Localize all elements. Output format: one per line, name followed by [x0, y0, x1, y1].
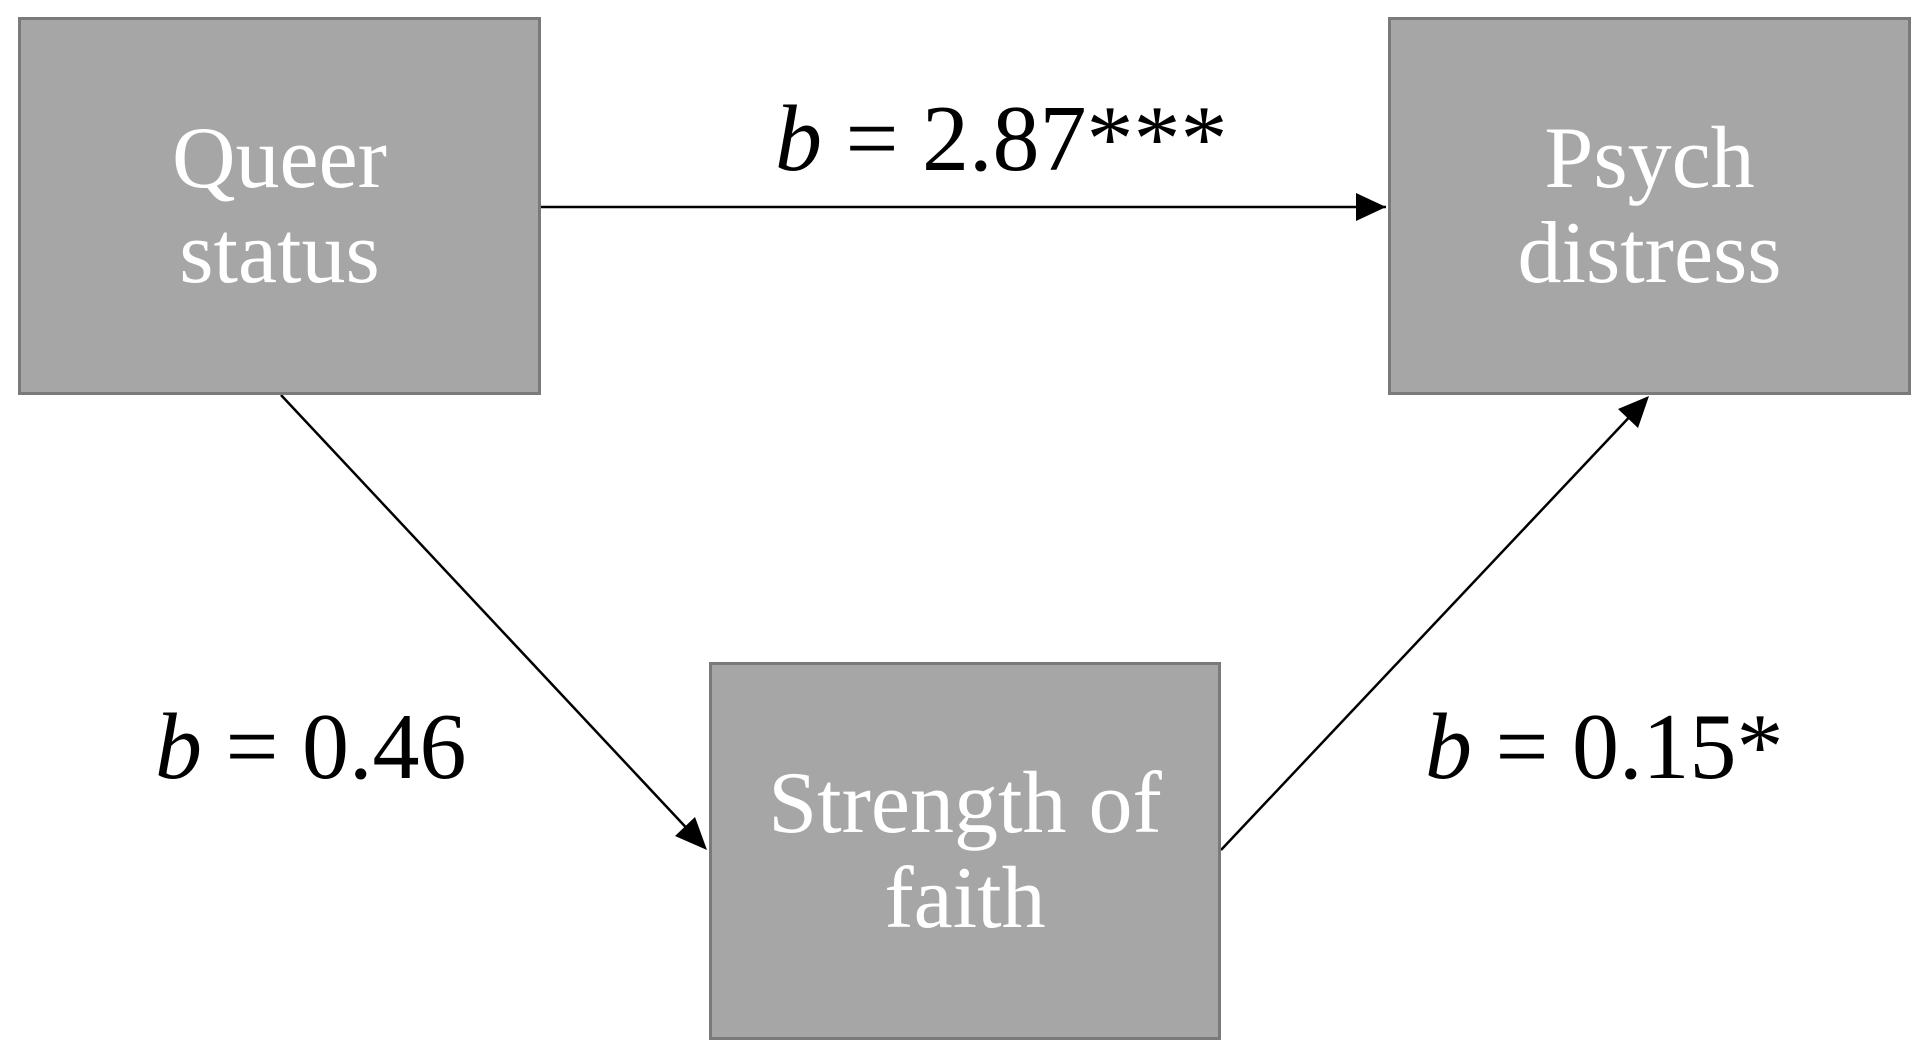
path-label-b-symbol: b	[1425, 695, 1472, 799]
arrowhead-queer-to-faith	[675, 817, 707, 850]
node-queer-status: Queer status	[18, 17, 541, 395]
path-label-b-value: = 0.15*	[1472, 695, 1784, 799]
path-label-direct-symbol: b	[775, 87, 822, 191]
node-psych-distress-line1: Psych	[1544, 109, 1755, 207]
node-queer-status-line2: status	[179, 205, 380, 302]
arrowhead-faith-to-psych	[1618, 396, 1649, 428]
path-label-direct: b = 2.87***	[775, 92, 1228, 186]
node-queer-status-label: Queer status	[172, 111, 387, 301]
node-psych-distress-line2: distress	[1517, 205, 1782, 302]
node-strength-of-faith-label: Strength of faith	[768, 756, 1162, 946]
arrow-faith-to-psych	[1220, 409, 1637, 851]
node-strength-of-faith: Strength of faith	[709, 662, 1221, 1040]
arrowhead-queer-to-psych	[1356, 193, 1386, 221]
arrow-queer-to-faith	[280, 394, 695, 837]
node-strength-of-faith-line1: Strength of	[768, 754, 1162, 852]
path-label-a: b = 0.46	[155, 700, 467, 794]
node-strength-of-faith-line2: faith	[884, 850, 1046, 947]
node-psych-distress: Psych distress	[1388, 17, 1911, 395]
path-label-a-value: = 0.46	[202, 695, 467, 799]
path-label-b: b = 0.15*	[1425, 700, 1784, 794]
path-label-a-symbol: b	[155, 695, 202, 799]
node-psych-distress-label: Psych distress	[1518, 111, 1782, 301]
node-queer-status-line1: Queer	[172, 109, 387, 207]
path-label-direct-value: = 2.87***	[822, 87, 1228, 191]
